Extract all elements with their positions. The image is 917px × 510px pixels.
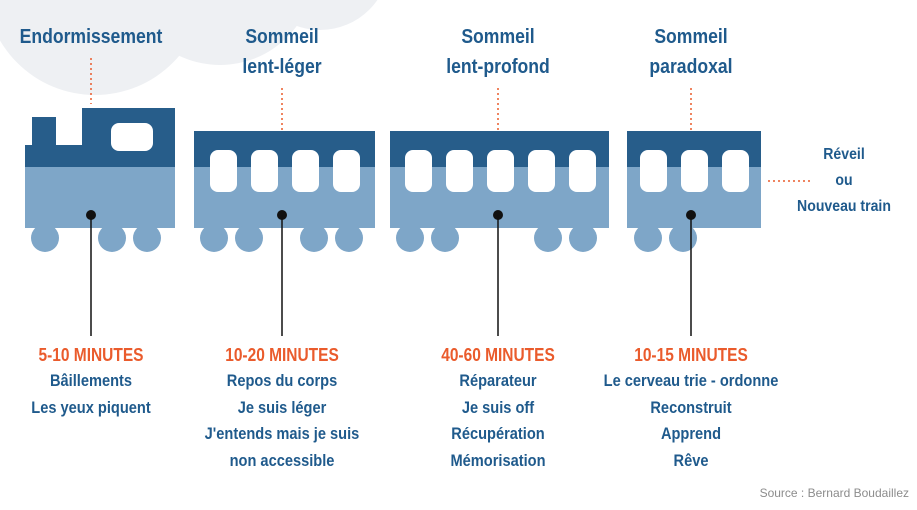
wheel: [431, 224, 459, 252]
cloud-puff: [129, 0, 311, 65]
description-line: Récupération: [451, 424, 545, 443]
wheel: [669, 224, 697, 252]
description-line: Réparateur: [459, 371, 537, 390]
loco-body: [25, 167, 175, 228]
wheel: [300, 224, 328, 252]
wagon-lent-leger: [194, 131, 375, 252]
stage-description: Réparateur Je suis off Récupération Mémo…: [412, 368, 584, 474]
wagon-window: [640, 150, 667, 192]
stage-duration: 5-10 MINUTES: [38, 345, 144, 365]
description-line: Les yeux piquent: [31, 397, 151, 417]
cloud-puff: [262, 0, 378, 30]
description-line: Le cerveau trie - ordonne: [603, 371, 779, 390]
wake-line: Nouveau train: [797, 198, 891, 215]
wagon-lent-profond: [390, 131, 609, 252]
wagon-window: [487, 150, 514, 192]
stage-title-line: paradoxal: [649, 56, 733, 78]
locomotive: [25, 108, 175, 252]
stage-duration: 40-60 MINUTES: [441, 345, 555, 365]
stage-description: Le cerveau trie - ordonne Reconstruit Ap…: [588, 368, 794, 474]
stage-title-paradoxal: Sommeil paradoxal: [621, 22, 762, 82]
wagon-window: [210, 150, 237, 192]
stage-title-line: lent-léger: [242, 56, 322, 78]
source-credit: Source : Bernard Boudaillez: [759, 486, 909, 500]
stage-info-paradoxal: 10-15 MINUTES Le cerveau trie - ordonne …: [588, 342, 794, 474]
wagon-paradoxal: [627, 131, 761, 252]
description-line: non accessible: [229, 450, 335, 470]
title-connectors: [90, 58, 812, 182]
wagon-window: [251, 150, 278, 192]
stage-title-endormissement: Endormissement: [16, 22, 166, 52]
wheel: [634, 224, 662, 252]
cloud-shape: [0, 0, 378, 95]
stage-title-line: Endormissement: [19, 26, 163, 48]
wheel: [534, 224, 562, 252]
stage-info-lent-leger: 10-20 MINUTES Repos du corps Je suis lég…: [192, 342, 373, 474]
wheel: [335, 224, 363, 252]
stage-description: Bâillements Les yeux piquent: [18, 368, 164, 421]
wheel: [396, 224, 424, 252]
wagon-window: [722, 150, 749, 192]
description-line: Je suis léger: [237, 397, 327, 417]
description-line: Bâillements: [49, 371, 133, 390]
wake-line: Réveil: [823, 146, 865, 163]
wake-line: ou: [835, 172, 853, 189]
stage-title-lent-profond: Sommeil lent-profond: [428, 22, 569, 82]
pointer-lines: [90, 215, 692, 336]
loco-front: [25, 145, 175, 167]
wagon-window: [446, 150, 473, 192]
wake-label: Réveil ou Nouveau train: [788, 142, 901, 220]
stage-title-line: Sommeil: [245, 26, 319, 48]
stage-duration: 10-20 MINUTES: [225, 345, 339, 365]
description-line: Repos du corps: [226, 371, 338, 390]
wagon-window: [681, 150, 708, 192]
description-line: J'entends mais je suis: [204, 424, 360, 443]
wheel: [31, 224, 59, 252]
wheel: [200, 224, 228, 252]
stage-title-line: lent-profond: [446, 56, 550, 78]
description-line: Rêve: [673, 450, 709, 470]
description-line: Je suis off: [461, 397, 535, 417]
description-line: Reconstruit: [650, 397, 732, 417]
wheel: [235, 224, 263, 252]
wagon-window: [292, 150, 319, 192]
description-line: Apprend: [660, 424, 722, 443]
wagon-window: [569, 150, 596, 192]
wagon-window: [528, 150, 555, 192]
stage-description: Repos du corps Je suis léger J'entends m…: [192, 368, 373, 474]
description-line: Mémorisation: [450, 450, 546, 470]
stage-info-lent-profond: 40-60 MINUTES Réparateur Je suis off Réc…: [412, 342, 584, 474]
wheel: [133, 224, 161, 252]
stage-info-endormissement: 5-10 MINUTES Bâillements Les yeux piquen…: [18, 342, 164, 421]
stage-title-lent-leger: Sommeil lent-léger: [212, 22, 353, 82]
stage-title-line: Sommeil: [654, 26, 728, 48]
loco-window: [111, 123, 153, 151]
wheel: [98, 224, 126, 252]
stage-title-line: Sommeil: [461, 26, 535, 48]
wheel: [569, 224, 597, 252]
wagon-window: [405, 150, 432, 192]
stage-duration: 10-15 MINUTES: [634, 345, 748, 365]
wagon-window: [333, 150, 360, 192]
loco-chimney: [32, 117, 56, 147]
